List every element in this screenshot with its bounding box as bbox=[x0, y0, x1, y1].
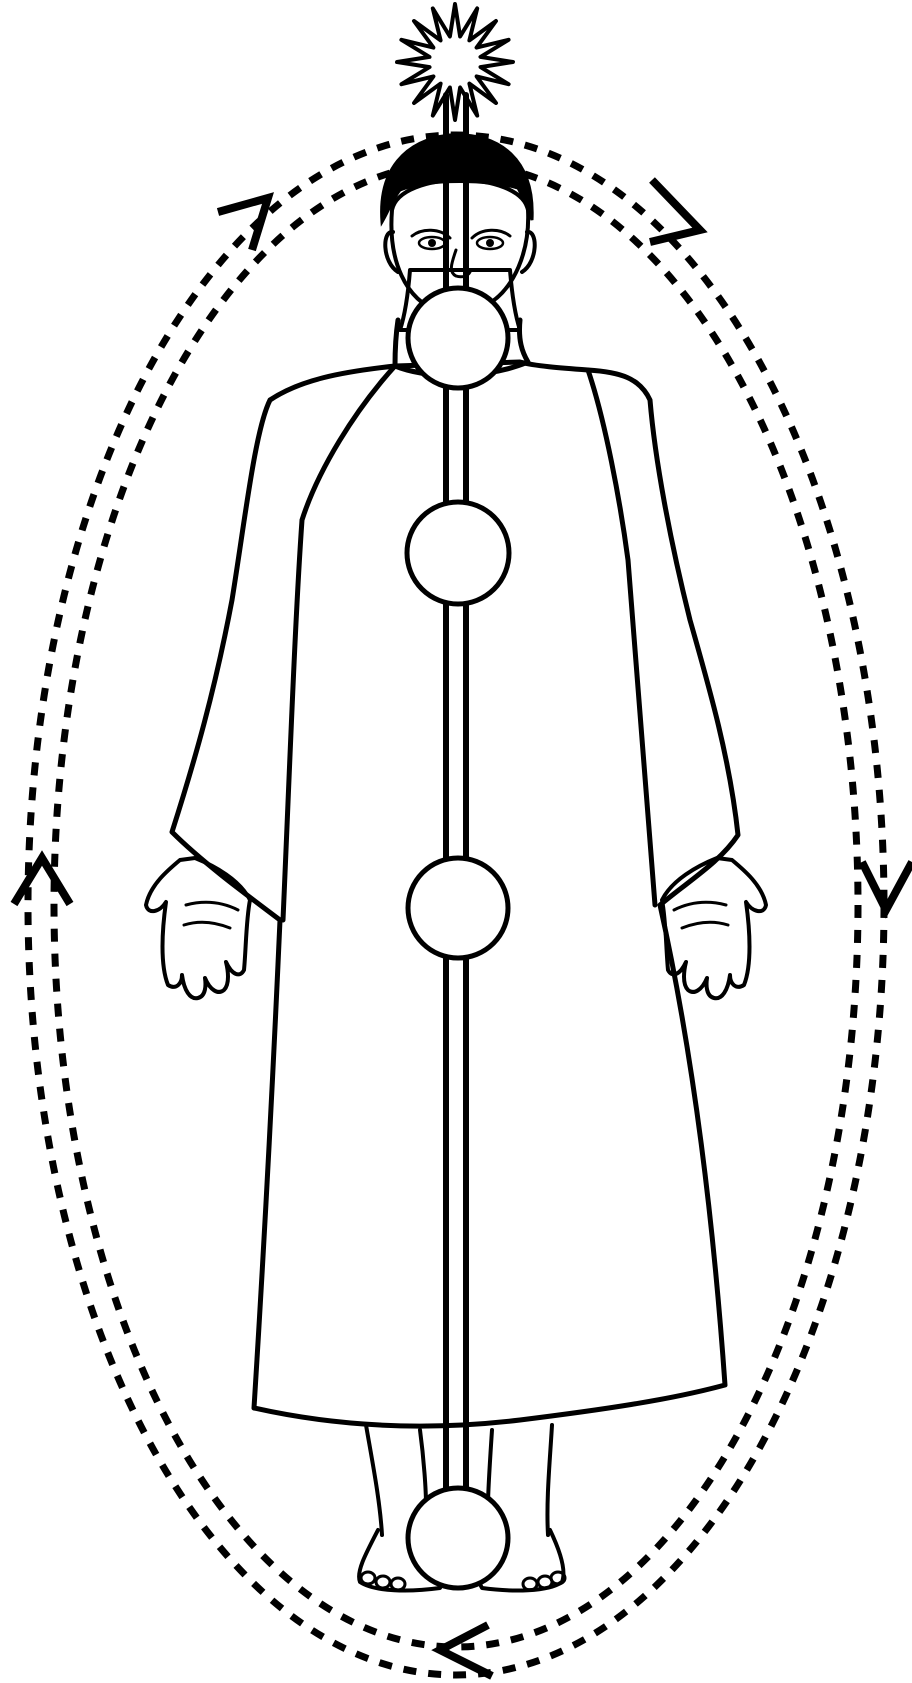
right-leg bbox=[547, 1425, 552, 1535]
left-leg bbox=[366, 1425, 382, 1535]
heart-center bbox=[407, 502, 509, 604]
arrow-bottom bbox=[440, 1625, 492, 1676]
left-inner-leg bbox=[420, 1430, 426, 1505]
arrow-upper-left bbox=[218, 198, 268, 250]
crown-star bbox=[397, 4, 513, 120]
star-burst-icon bbox=[397, 4, 513, 120]
right-eye bbox=[472, 230, 510, 249]
energy-centers bbox=[407, 288, 509, 1588]
foot-center bbox=[408, 1488, 508, 1588]
arrow-upper-right bbox=[650, 180, 700, 242]
left-hand bbox=[146, 858, 250, 998]
right-hand bbox=[662, 858, 766, 998]
arrow-left bbox=[14, 858, 70, 904]
right-inner-leg bbox=[488, 1430, 492, 1505]
left-sleeve-seam bbox=[283, 366, 395, 920]
navel-center bbox=[408, 858, 508, 958]
throat-center bbox=[408, 288, 508, 388]
hair bbox=[382, 135, 533, 222]
right-sleeve-seam bbox=[588, 370, 655, 905]
